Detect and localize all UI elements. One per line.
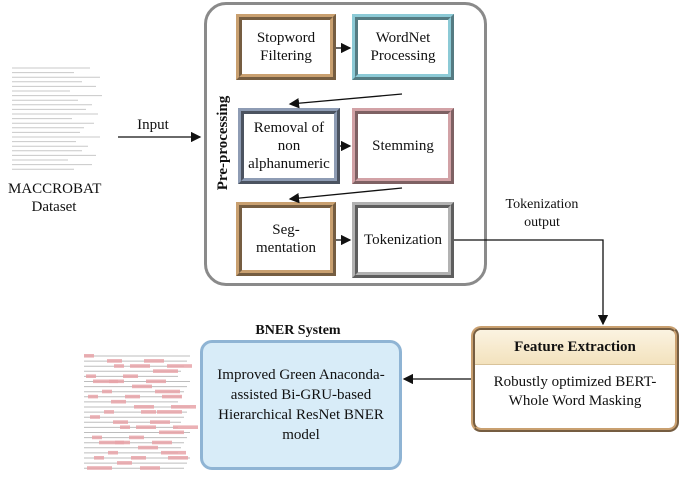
entity-highlight — [113, 420, 128, 424]
entity-highlight — [153, 369, 178, 373]
entity-highlight — [130, 364, 150, 368]
entity-highlight — [140, 466, 160, 470]
entity-highlight — [152, 440, 172, 445]
entity-highlight — [146, 379, 166, 384]
entity-highlight — [167, 364, 192, 368]
entity-highlight — [134, 405, 154, 409]
entity-highlight — [162, 394, 182, 399]
entity-highlight — [131, 456, 146, 460]
tokenization-output-label: Tokenization output — [505, 197, 579, 230]
input-label: Input — [137, 117, 169, 133]
entity-highlight — [102, 389, 112, 394]
entity-highlight — [138, 445, 158, 450]
entity-highlight — [150, 420, 170, 424]
entity-highlight — [93, 379, 118, 384]
entity-highlight — [125, 394, 140, 399]
tokenization-to-feature-arrow — [454, 239, 609, 326]
entity-highlight — [94, 456, 104, 460]
entity-highlight — [136, 425, 156, 429]
entity-highlight — [114, 364, 124, 368]
removal-non-alphanumeric-box: Removal of non alphanumeric — [238, 108, 340, 184]
entity-highlight — [123, 374, 138, 378]
feature-extraction-body: Robustly optimized BERT- Whole Word Mask… — [493, 374, 657, 409]
entity-highlight — [120, 425, 130, 429]
entity-highlight — [132, 384, 152, 389]
entity-highlight — [155, 389, 180, 394]
feature-extraction-title: Feature Extraction — [475, 330, 675, 365]
entity-highlight — [161, 450, 186, 455]
wordnet-processing-box: WordNet Processing — [352, 14, 454, 80]
entity-highlight — [99, 440, 124, 445]
wordnet-to-removal-arrow — [288, 93, 403, 109]
entity-highlight — [108, 450, 118, 455]
stemming-to-segmentation-arrow — [288, 187, 403, 204]
entity-highlight — [90, 415, 100, 419]
entity-highlight — [129, 435, 144, 440]
segmentation-box: Seg- mentation — [236, 202, 336, 276]
stopword-filtering-box: Stopword Filtering — [236, 14, 336, 80]
entity-highlight — [168, 456, 188, 460]
entity-highlight — [141, 410, 156, 414]
stemming-box: Stemming — [352, 108, 454, 184]
entity-highlight — [157, 410, 182, 414]
entity-highlight — [107, 359, 122, 363]
entity-highlight — [117, 461, 132, 465]
entity-highlight — [92, 435, 102, 440]
bner-system-title: BNER System — [255, 323, 341, 338]
entity-highlight — [159, 430, 184, 435]
entity-highlight — [104, 410, 114, 414]
bner-model-text: Improved Green Anaconda- assisted Bi-GRU… — [217, 367, 385, 443]
entity-highlight — [173, 425, 198, 429]
dataset-label: MACCROBAT Dataset — [8, 181, 102, 215]
bner-model-box: Improved Green Anaconda- assisted Bi-GRU… — [200, 340, 402, 470]
entity-highlight — [84, 354, 94, 358]
entity-highlight — [86, 374, 96, 378]
tokenization-box: Tokenization — [352, 202, 454, 278]
entity-highlight — [88, 394, 98, 399]
feature-extraction-box: Feature Extraction Robustly optimized BE… — [471, 326, 679, 432]
entity-highlight — [144, 359, 164, 363]
entity-highlight — [171, 405, 196, 409]
entity-highlight — [87, 466, 112, 470]
entity-highlight — [111, 399, 126, 404]
